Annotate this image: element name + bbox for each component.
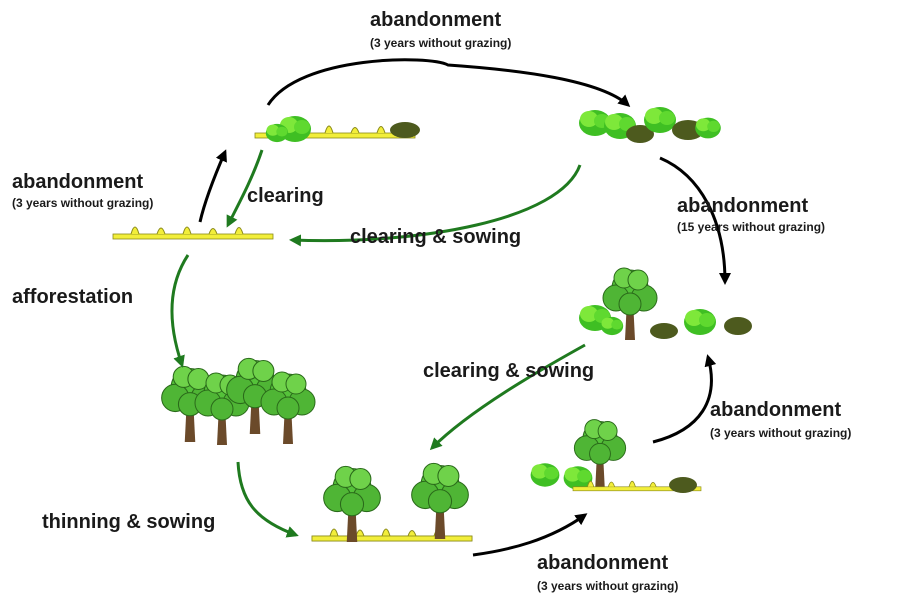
label-bottom-abandonment-sub: (3 years without grazing) — [537, 579, 679, 593]
arrow-right-abandonment — [659, 156, 731, 285]
stage-grassland — [112, 226, 274, 240]
arrow-bottom-abandonment — [472, 513, 588, 557]
stage-tree-shrub-grass — [530, 419, 702, 493]
stage-grassland-young-shrubs — [254, 116, 420, 143]
stage-forest — [161, 357, 316, 446]
label-thinning-sowing: thinning & sowing — [42, 511, 216, 533]
label-clearing-sowing-top: clearing & sowing — [350, 226, 522, 248]
arrow-top-abandonment — [266, 58, 631, 107]
label-left-abandonment-sub: (3 years without grazing) — [12, 196, 154, 210]
stage-shrubland — [579, 107, 721, 143]
label-right-abandonment: abandonment — [677, 195, 809, 217]
label-right-low-abandonment: abandonment — [710, 399, 842, 421]
label-clearing: clearing — [247, 185, 324, 207]
label-right-low-abandonment-sub: (3 years without grazing) — [710, 426, 852, 440]
label-afforestation: afforestation — [12, 286, 134, 308]
arrow-clearing-sowing-mid — [429, 343, 586, 451]
arrow-thinning-sowing — [236, 461, 299, 538]
stage-tree-shrubland — [579, 267, 752, 341]
label-bottom-abandonment: abandonment — [537, 552, 669, 574]
arrow-clearing-sowing-top — [289, 164, 582, 247]
arrow-afforestation — [170, 254, 190, 368]
label-top-abandonment: abandonment — [370, 9, 502, 31]
arrow-clearing — [226, 149, 264, 228]
arrow-right-low-abandonment — [652, 354, 717, 444]
arrow-left-abandonment — [198, 149, 227, 223]
label-left-abandonment: abandonment — [12, 171, 144, 193]
label-top-abandonment-sub: (3 years without grazing) — [370, 36, 512, 50]
label-right-abandonment-sub: (15 years without grazing) — [677, 220, 826, 234]
label-clearing-sowing-mid: clearing & sowing — [423, 360, 595, 382]
stage-thinned-forest — [311, 462, 473, 543]
